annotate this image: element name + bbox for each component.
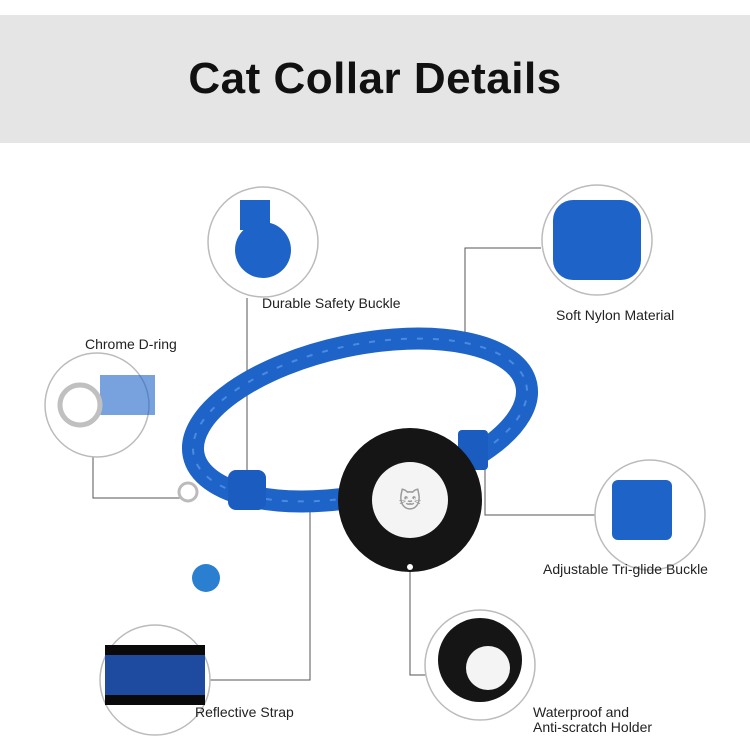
safety-buckle	[228, 470, 266, 510]
leader-holder	[409, 570, 426, 676]
label-holder-line1: Waterproof and	[533, 704, 629, 720]
label-holder-line2: Anti-scratch Holder	[533, 719, 653, 735]
label-reflective: Reflective Strap	[195, 704, 294, 720]
label-nylon: Soft Nylon Material	[556, 307, 675, 323]
cat-face-icon: 🐱	[399, 488, 422, 513]
d-ring	[177, 481, 199, 503]
bell	[192, 564, 220, 592]
label-triglide: Adjustable Tri-glide Buckle	[543, 561, 708, 577]
leader-triglide	[484, 460, 596, 516]
page-title: Cat Collar Details	[188, 54, 562, 103]
leader-nylon	[464, 247, 541, 340]
label-dring: Chrome D-ring	[85, 336, 177, 352]
label-safety-buckle: Durable Safety Buckle	[262, 295, 401, 311]
header-banner: Cat Collar Details	[0, 15, 750, 143]
leader-dring	[92, 455, 180, 499]
airtag-holder: 🐱	[338, 428, 482, 572]
leader-reflective	[210, 500, 311, 681]
leader-lines	[92, 247, 596, 681]
